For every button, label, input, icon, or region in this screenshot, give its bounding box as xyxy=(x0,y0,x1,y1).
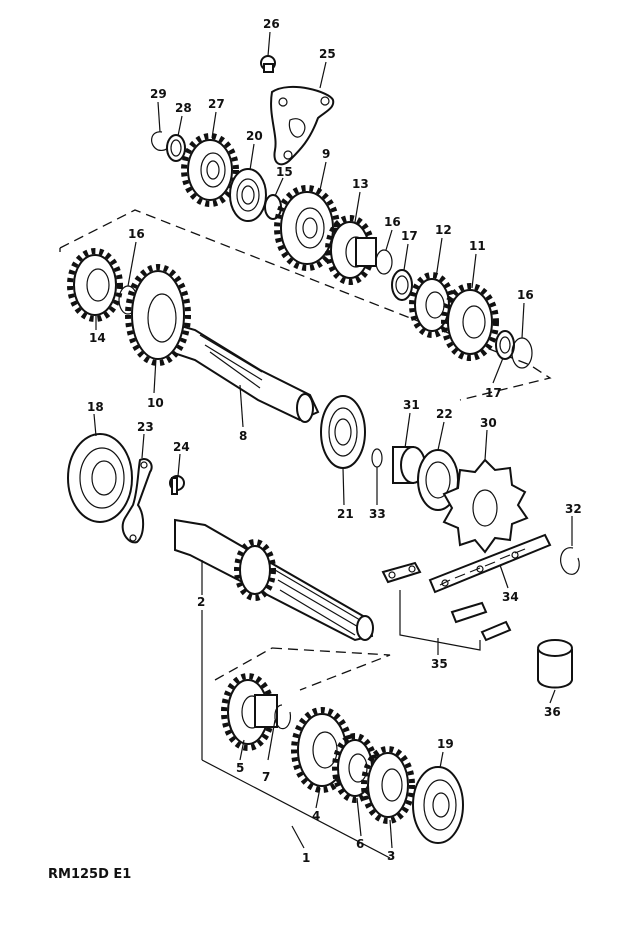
callout-16-right: 16 xyxy=(517,288,534,302)
callout-34: 34 xyxy=(502,590,519,604)
callout-18: 18 xyxy=(87,400,104,414)
circlip-part-16-top xyxy=(375,249,393,275)
screw-part-24 xyxy=(169,475,185,495)
driveshaft-part-2 xyxy=(174,518,374,642)
callout-19: 19 xyxy=(437,737,454,751)
callout-23: 23 xyxy=(137,420,154,434)
gear-part-11 xyxy=(441,283,499,361)
gear-part-27 xyxy=(181,133,239,207)
callout-25: 25 xyxy=(319,47,336,61)
countershaft-group-outline xyxy=(59,209,552,401)
callout-29: 29 xyxy=(150,87,167,101)
callout-12: 12 xyxy=(435,223,452,237)
driveshaft-group-outline xyxy=(214,647,391,691)
callout-1: 1 xyxy=(302,851,310,865)
o-ring-part-33 xyxy=(371,448,383,468)
callout-31: 31 xyxy=(403,398,420,412)
callout-30: 30 xyxy=(480,416,497,430)
callout-3: 3 xyxy=(387,849,395,863)
gear-part-10 xyxy=(125,264,191,366)
callout-16-top: 16 xyxy=(384,215,401,229)
gear-part-9 xyxy=(274,185,340,271)
callout-21: 21 xyxy=(337,507,354,521)
bearing-part-18 xyxy=(67,433,133,523)
callout-16-left: 16 xyxy=(128,227,145,241)
callout-4: 4 xyxy=(312,809,320,823)
callout-10: 10 xyxy=(147,396,164,410)
callout-17-right: 17 xyxy=(485,386,502,400)
callout-11: 11 xyxy=(469,239,486,253)
bearing-stopper-part-23 xyxy=(121,458,153,544)
callout-22: 22 xyxy=(436,407,453,421)
callout-17-top: 17 xyxy=(401,229,418,243)
washer-part-17-top xyxy=(391,269,413,301)
callout-8: 8 xyxy=(239,429,247,443)
leader-lines xyxy=(93,31,573,859)
callout-13: 13 xyxy=(352,177,369,191)
callout-33: 33 xyxy=(369,507,386,521)
sprocket-part-30 xyxy=(442,458,529,554)
callout-7: 7 xyxy=(262,770,270,784)
gear-part-3 xyxy=(361,746,415,824)
callout-14: 14 xyxy=(89,331,106,345)
callout-labels: 26 25 29 28 27 20 15 9 13 16 17 12 11 16… xyxy=(87,17,582,865)
callout-28: 28 xyxy=(175,101,192,115)
callout-9: 9 xyxy=(322,147,330,161)
screw-part-26 xyxy=(260,55,276,73)
callout-6: 6 xyxy=(356,837,364,851)
drive-chain-part-34 xyxy=(428,533,552,594)
bearing-part-21 xyxy=(320,395,366,469)
callout-36: 36 xyxy=(544,705,561,719)
callout-26: 26 xyxy=(263,17,280,31)
callout-2: 2 xyxy=(197,595,205,609)
callout-24: 24 xyxy=(173,440,190,454)
washer-part-17-right xyxy=(495,330,515,360)
callout-5: 5 xyxy=(236,761,244,775)
bush-part-36 xyxy=(537,639,573,689)
bearing-part-19 xyxy=(412,766,464,844)
callout-15: 15 xyxy=(276,165,293,179)
gear-part-13 xyxy=(325,215,377,285)
gear-part-14 xyxy=(67,248,123,322)
washer-part-28 xyxy=(166,134,186,162)
chain-joint-part-35 xyxy=(381,561,512,642)
bearing-retainer-plate-part-25 xyxy=(270,85,335,166)
circlip-part-32 xyxy=(560,547,580,575)
callout-32: 32 xyxy=(565,502,582,516)
gear-part-5 xyxy=(221,673,278,751)
callout-35: 35 xyxy=(431,657,448,671)
diagram-code: RM125D E1 xyxy=(48,867,131,882)
circlip-part-7 xyxy=(274,704,292,730)
bearing-part-20 xyxy=(229,168,267,222)
callout-20: 20 xyxy=(246,129,263,143)
callout-27: 27 xyxy=(208,97,225,111)
circlip-part-16-right xyxy=(511,337,533,369)
